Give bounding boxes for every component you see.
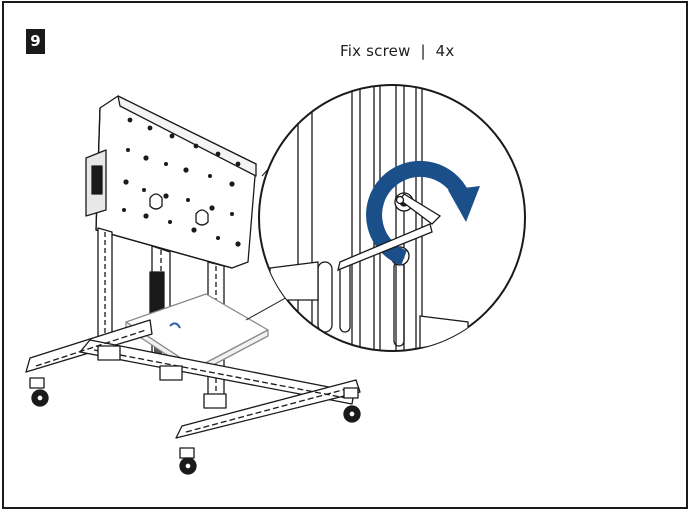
display-mount-plate [85, 95, 257, 269]
step-caption: Fix screw | 4x [340, 42, 455, 60]
clockwise-arrow-icon [366, 160, 480, 266]
zoom-detail [258, 84, 526, 352]
step-number-badge: 9 [26, 29, 45, 54]
hex-key-icon [337, 193, 442, 272]
casters [29, 377, 361, 475]
